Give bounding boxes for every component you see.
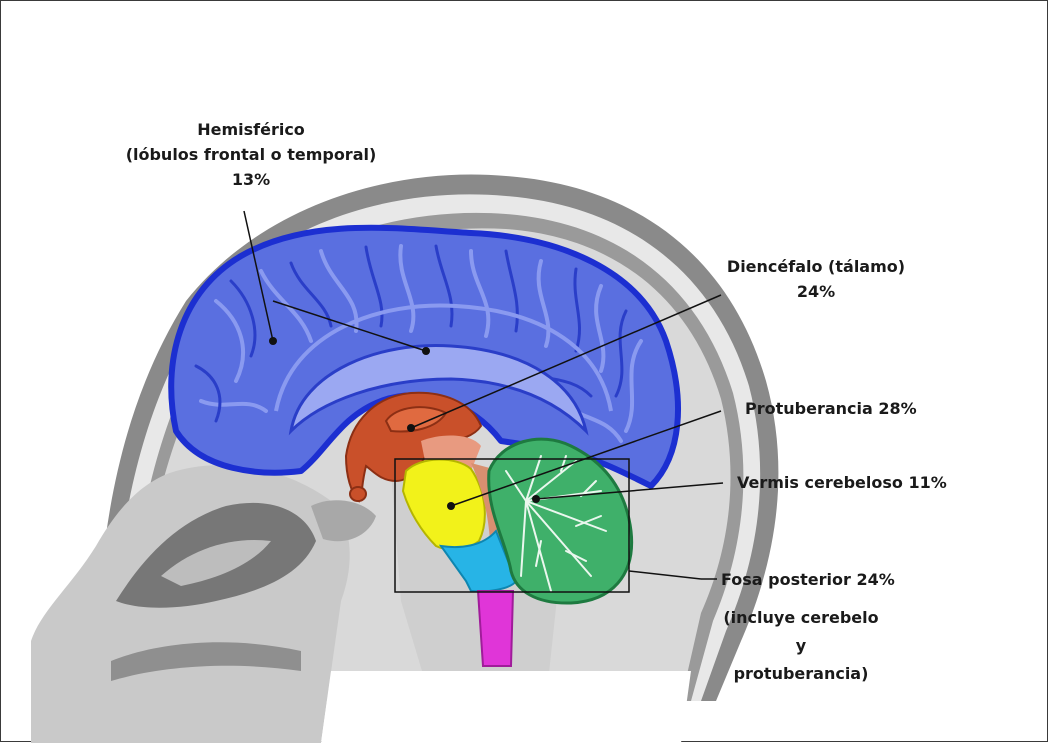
pituitary [350, 487, 366, 501]
label-fosa-value: Fosa posterior 24% [721, 567, 895, 592]
label-diencefalo-value: 24% [701, 279, 931, 304]
label-hemisferico: Hemisférico (lóbulos frontal o temporal)… [71, 117, 431, 192]
label-fosa-title: Fosa posterior 24% [721, 567, 895, 592]
label-vermis-text: Vermis cerebeloso 11% [737, 470, 947, 495]
label-vermis: Vermis cerebeloso 11% [737, 470, 947, 495]
label-diencefalo: Diencéfalo (tálamo) 24% [701, 254, 931, 304]
label-protuberancia: Protuberancia 28% [745, 396, 917, 421]
label-fosa-line3: y [691, 632, 911, 660]
label-protuberancia-text: Protuberancia 28% [745, 396, 917, 421]
label-hemisferico-value: 13% [71, 167, 431, 192]
label-diencefalo-title: Diencéfalo (tálamo) [701, 254, 931, 279]
spinal-cord [478, 591, 513, 666]
label-fosa-note: (incluye cerebelo y protuberancia) [691, 604, 911, 688]
label-fosa-line2: (incluye cerebelo [691, 604, 911, 632]
neck [321, 671, 691, 743]
label-fosa-line4: protuberancia) [691, 660, 911, 688]
label-hemisferico-subtitle: (lóbulos frontal o temporal) [71, 142, 431, 167]
label-hemisferico-title: Hemisférico [71, 117, 431, 142]
